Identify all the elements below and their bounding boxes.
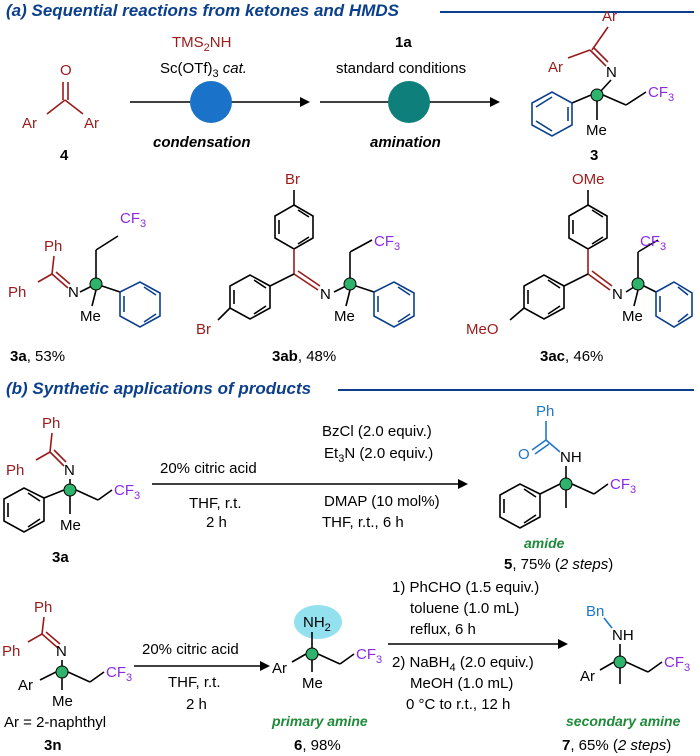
ketone-ar-right: Ar <box>84 115 99 132</box>
b1-ph-left: Ph <box>6 462 24 479</box>
p3-ar-top: Ar <box>602 8 617 25</box>
ex3a-cf3: CF3 <box>120 210 146 230</box>
b2-product-class: secondary amine <box>566 713 681 729</box>
ex3ac-meo-bottom: MeO <box>466 321 499 338</box>
p3-n: N <box>606 64 617 81</box>
b1-me: Me <box>60 517 81 534</box>
ex3ac-n: N <box>612 286 623 303</box>
ex3a-ph-left: Ph <box>8 284 26 301</box>
ex3a-n: N <box>68 284 79 301</box>
secondary-amine-7-structure: Bn NH CF3 Ar <box>580 603 690 685</box>
compound-3-label: 3 <box>590 147 598 164</box>
b1-ph-top: Ph <box>42 415 60 432</box>
b1-cond1-line2: THF, r.t. <box>189 495 242 512</box>
example-3ac-structure: OMe N MeO CF3 Me <box>466 171 693 338</box>
b2-amine-me: Me <box>302 675 323 692</box>
ex3ab-me: Me <box>334 308 355 325</box>
b1-cond1-line1: 20% citric acid <box>160 460 257 477</box>
amination-step-circle <box>388 81 430 123</box>
ketone-o: O <box>60 62 72 79</box>
b2-cond2-line2: toluene (1.0 mL) <box>410 600 519 617</box>
reagent-hmds: TMS2NH <box>172 34 231 54</box>
ex3ac-ome-top: OMe <box>572 171 605 188</box>
ex3ab-n: N <box>320 286 331 303</box>
b1-cond2-line3: DMAP (10 mol%) <box>324 493 440 510</box>
reagent-1a: 1a <box>395 34 412 51</box>
b1-product-class: amide <box>524 535 565 551</box>
b2-cond2-line3: reflux, 6 h <box>410 621 476 638</box>
ketone-4: O Ar Ar 4 <box>22 62 99 164</box>
compound-4-label: 4 <box>60 147 69 164</box>
b2-mid-label: 6, 98% <box>294 737 341 754</box>
p3-cf3: CF3 <box>648 84 674 104</box>
b1-amide-nh: NH <box>560 449 582 466</box>
p3-me: Me <box>586 122 607 139</box>
b2-cond2-line1: 1) PhCHO (1.5 equiv.) <box>392 579 539 596</box>
b2-bn: Bn <box>586 603 604 620</box>
product-3-structure: Ar Ar N CF3 Me 3 <box>531 8 674 164</box>
b2-cond2-line4: 2) NaBH4 (2.0 equiv.) <box>392 654 534 674</box>
b2-cond2-line5: MeOH (1.0 mL) <box>410 675 513 692</box>
example-3ab-label: 3ab, 48% <box>272 348 336 365</box>
scheme-b1-start-structure: Ph Ph N CF3 Me <box>3 415 140 534</box>
b2-amine-ar: Ar <box>272 660 287 677</box>
example-3a-structure: Ph Ph N CF3 Me <box>8 210 161 328</box>
ex3ac-cf3: CF3 <box>640 233 666 253</box>
b2-ar-definition: Ar = 2-naphthyl <box>4 714 106 731</box>
condensation-step-circle <box>190 81 232 123</box>
ex3a-ph-top: Ph <box>44 238 62 255</box>
b2-cf3: CF3 <box>106 664 132 684</box>
b2-cond1-line3: 2 h <box>186 696 207 713</box>
b2-ph-left: Ph <box>2 643 20 660</box>
nh2-highlight <box>294 605 342 639</box>
b1-product-label: 5, 75% (2 steps) <box>504 556 613 573</box>
b1-ph-acyl: Ph <box>536 403 554 420</box>
ex3a-me: Me <box>80 308 101 325</box>
b1-n: N <box>64 462 75 479</box>
amide-5-structure: Ph O NH CF3 <box>499 403 636 529</box>
b2-sec-ar: Ar <box>580 668 595 685</box>
b1-cond2-line4: THF, r.t., 6 h <box>322 514 404 531</box>
b1-cond2-line1: BzCl (2.0 equiv.) <box>322 423 432 440</box>
primary-amine-6-structure: NH2 CF3 Me Ar <box>272 605 382 692</box>
example-3ac-label: 3ac, 46% <box>540 348 603 365</box>
b2-mid-class: primary amine <box>271 713 368 729</box>
p3-ar-left: Ar <box>548 59 563 76</box>
step-condensation-label: condensation <box>153 134 251 151</box>
ketone-ar-left: Ar <box>22 115 37 132</box>
b2-cond1-line1: 20% citric acid <box>142 641 239 658</box>
example-3a-label: 3a, 53% <box>10 348 65 365</box>
b1-amide-o: O <box>518 446 530 463</box>
section-a-title: (a) Sequential reactions from ketones an… <box>6 1 400 20</box>
b2-sec-cf3: CF3 <box>664 654 690 674</box>
reagent-standard-conditions: standard conditions <box>336 60 466 77</box>
ex3ac-me: Me <box>622 308 643 325</box>
b1-start-label: 3a <box>52 549 69 566</box>
reagent-sc-otf: Sc(OTf)3 cat. <box>160 60 247 80</box>
section-b-title: (b) Synthetic applications of products <box>6 379 311 398</box>
b2-start-label: 3n <box>44 737 62 754</box>
b2-ar: Ar <box>18 677 33 694</box>
example-3ab-structure: Br N Br CF3 Me <box>196 171 415 338</box>
ex3ab-br-top: Br <box>285 171 300 188</box>
b1-cond1-line3: 2 h <box>206 514 227 531</box>
ex3ab-cf3: CF3 <box>374 233 400 253</box>
b2-amine-cf3: CF3 <box>356 646 382 666</box>
b1-cf3: CF3 <box>114 482 140 502</box>
step-amination-label: amination <box>370 134 441 151</box>
b2-nh2: NH2 <box>303 614 331 634</box>
ex3ab-br-bottom: Br <box>196 321 211 338</box>
b2-n: N <box>56 643 67 660</box>
b1-amide-cf3: CF3 <box>610 476 636 496</box>
b2-sec-nh: NH <box>612 627 634 644</box>
b1-cond2-line2: Et3N (2.0 equiv.) <box>324 445 433 465</box>
scheme-b2-start-structure: Ph Ph N CF3 Me Ar <box>2 599 132 710</box>
b2-cond1-line2: THF, r.t. <box>168 674 221 691</box>
b2-product-label: 7, 65% (2 steps) <box>562 737 671 754</box>
b2-ph-top: Ph <box>34 599 52 616</box>
b2-me: Me <box>52 693 73 710</box>
b2-cond2-line6: 0 °C to r.t., 12 h <box>406 696 510 713</box>
